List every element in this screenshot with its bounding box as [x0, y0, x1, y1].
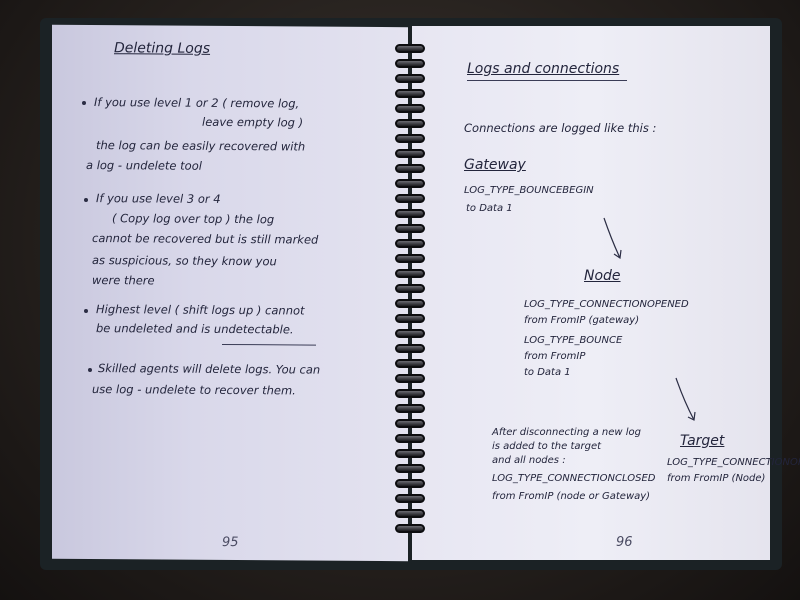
arrow-down-icon	[675, 377, 696, 421]
after-log-closed: LOG_TYPE_CONNECTIONCLOSED	[492, 473, 656, 484]
binding-ring	[395, 239, 425, 248]
node-to: to Data 1	[524, 367, 571, 378]
after-from: from FromIP (node or Gateway)	[492, 491, 651, 502]
after-line2: is added to the target	[492, 441, 602, 452]
binding-ring	[395, 509, 425, 518]
gateway-log-type: LOG_TYPE_BOUNCEBEGIN	[464, 185, 594, 196]
left-page-heading: Deleting Logs	[114, 40, 211, 57]
binding-ring	[395, 209, 425, 218]
binding-ring	[395, 164, 425, 173]
after-line1: After disconnecting a new log	[492, 427, 641, 438]
binding-ring	[395, 119, 425, 128]
right-page-number: 96	[616, 535, 633, 550]
left-page: Deleting Logs If you use level 1 or 2 ( …	[52, 24, 408, 562]
bullet-dot	[82, 100, 86, 105]
binding-ring	[395, 299, 425, 308]
binding-ring	[395, 449, 425, 458]
node-from: from FromIP	[524, 351, 586, 362]
binding-ring	[395, 269, 425, 278]
bullet4-line1: Skilled agents will delete logs. You can	[98, 361, 321, 377]
bullet2-line2: ( Copy log over top ) the log	[112, 211, 275, 227]
bullet1-line2: leave empty log )	[202, 114, 304, 130]
target-from: from FromIP (Node)	[667, 473, 766, 484]
binding-ring	[395, 389, 425, 398]
arrow-down-icon	[603, 217, 622, 260]
heading-underline	[467, 80, 627, 81]
bullet1-line1: If you use level 1 or 2 ( remove log,	[94, 95, 300, 111]
spiral-binding	[395, 18, 425, 570]
binding-ring	[395, 314, 425, 323]
binding-ring	[395, 419, 425, 428]
left-page-number: 95	[222, 534, 239, 551]
binding-ring	[395, 254, 425, 263]
binding-ring	[395, 179, 425, 188]
binding-ring	[395, 374, 425, 383]
bullet2-line3: cannot be recovered but is still marked	[92, 231, 319, 247]
binding-ring	[395, 344, 425, 353]
bullet3-line1: Highest level ( shift logs up ) cannot	[96, 302, 305, 318]
binding-ring	[395, 404, 425, 413]
bullet4-line2: use log - undelete to recover them.	[92, 382, 296, 398]
binding-ring	[395, 479, 425, 488]
node-from-gateway: from FromIP (gateway)	[524, 315, 640, 326]
binding-ring	[395, 434, 425, 443]
target-log-opened: LOG_TYPE_CONNECTIONOPENED	[667, 457, 800, 468]
node-heading: Node	[584, 268, 621, 284]
binding-ring	[395, 44, 425, 53]
binding-ring	[395, 359, 425, 368]
bullet2-line1: If you use level 3 or 4	[96, 191, 221, 206]
bullet2-line5: were there	[92, 273, 155, 288]
binding-ring	[395, 494, 425, 503]
bullet-dot	[84, 308, 88, 314]
gateway-heading: Gateway	[464, 157, 526, 173]
section-divider	[222, 343, 316, 346]
right-page-heading: Logs and connections	[467, 61, 620, 77]
bullet-dot	[88, 368, 92, 373]
bullet3-line2: be undeleted and is undetectable.	[96, 321, 294, 337]
binding-ring	[395, 149, 425, 158]
after-line3: and all nodes :	[492, 455, 566, 466]
bullet2-line4: as suspicious, so they know you	[92, 253, 277, 269]
binding-ring	[395, 59, 425, 68]
intro-text: Connections are logged like this :	[464, 121, 657, 135]
binding-ring	[395, 224, 425, 233]
binding-ring	[395, 524, 425, 533]
binding-ring	[395, 104, 425, 113]
right-page: Logs and connections Connections are log…	[412, 26, 800, 560]
gateway-to: to Data 1	[466, 203, 513, 214]
binding-ring	[395, 329, 425, 338]
bullet1-line4: a log - undelete tool	[86, 157, 202, 173]
binding-ring	[395, 134, 425, 143]
node-log-bounce: LOG_TYPE_BOUNCE	[524, 335, 623, 346]
bullet-dot	[84, 197, 88, 203]
binding-ring	[395, 89, 425, 98]
binding-ring	[395, 464, 425, 473]
notebook: Deleting Logs If you use level 1 or 2 ( …	[40, 18, 800, 570]
target-heading: Target	[680, 433, 725, 449]
node-log-opened: LOG_TYPE_CONNECTIONOPENED	[524, 299, 689, 310]
binding-ring	[395, 194, 425, 203]
bullet1-line3: the log can be easily recovered with	[96, 138, 306, 154]
binding-ring	[395, 74, 425, 83]
binding-ring	[395, 284, 425, 293]
